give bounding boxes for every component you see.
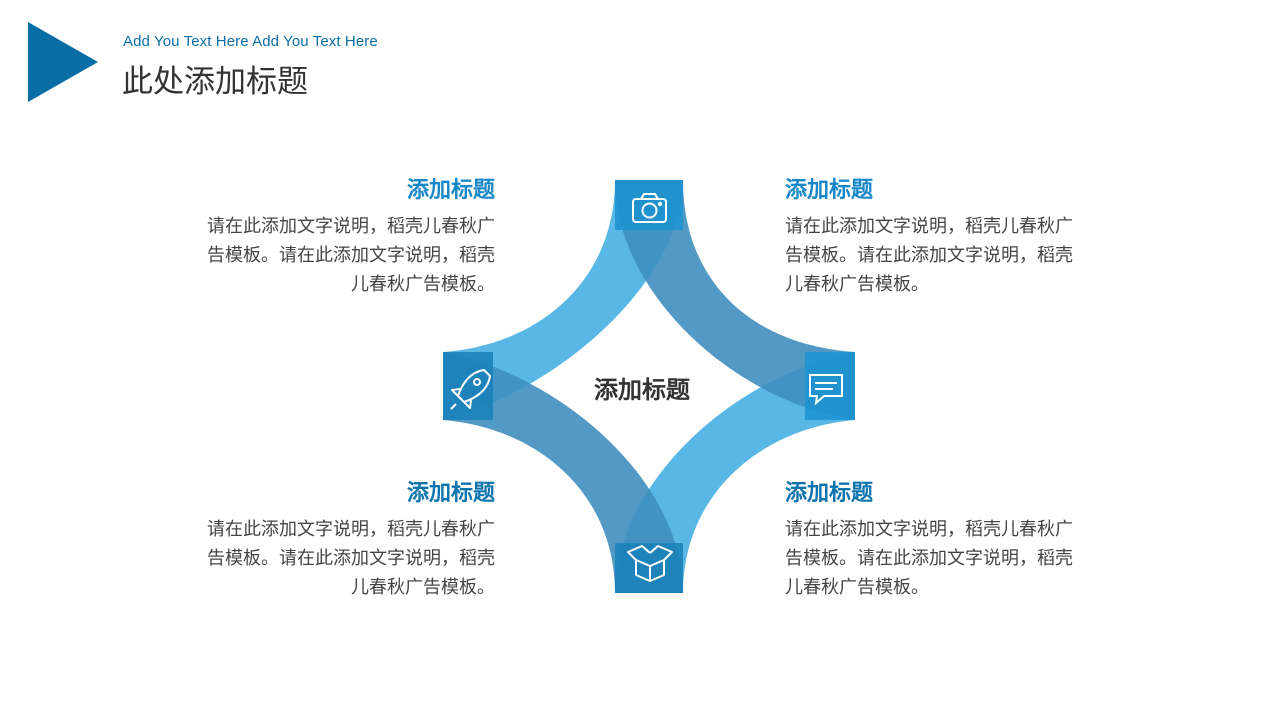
- block-top-left: 添加标题 请在此添加文字说明，稻壳儿春秋广告模板。请在此添加文字说明，稻壳儿春秋…: [195, 172, 495, 299]
- block-bottom-right: 添加标题 请在此添加文字说明，稻壳儿春秋广告模板。请在此添加文字说明，稻壳儿春秋…: [785, 475, 1085, 602]
- box-icon: [627, 545, 673, 582]
- petal-bottom-right-shape: [615, 352, 855, 593]
- block-bottom-right-title: 添加标题: [785, 481, 874, 506]
- header-triangle-decoration: [28, 22, 98, 102]
- petal-top-left-shape: [443, 180, 683, 420]
- block-top-right-text: 请在此添加文字说明，稻壳儿春秋广告模板。请在此添加文字说明，稻壳儿春秋广告模板。: [785, 216, 1073, 295]
- petal-bottom-left-shape: [443, 352, 683, 593]
- rocket-icon: [450, 369, 491, 410]
- block-top-right: 添加标题 请在此添加文字说明，稻壳儿春秋广告模板。请在此添加文字说明，稻壳儿春秋…: [785, 172, 1085, 299]
- block-bottom-left-title: 添加标题: [406, 481, 495, 506]
- chat-icon: [809, 374, 843, 406]
- tab-right: [805, 352, 855, 420]
- block-bottom-right-text: 请在此添加文字说明，稻壳儿春秋广告模板。请在此添加文字说明，稻壳儿春秋广告模板。: [785, 519, 1073, 598]
- center-label: 添加标题: [594, 376, 690, 404]
- block-top-left-text: 请在此添加文字说明，稻壳儿春秋广告模板。请在此添加文字说明，稻壳儿春秋广告模板。: [207, 216, 495, 295]
- header-subtitle: Add You Text Here Add You Text Here: [123, 33, 378, 50]
- center-area: [540, 300, 758, 472]
- block-top-right-title: 添加标题: [785, 178, 874, 203]
- page-title: 此处添加标题: [122, 64, 308, 100]
- camera-icon: [632, 193, 667, 223]
- block-top-left-title: 添加标题: [406, 178, 495, 203]
- petal-top-right-shape: [615, 180, 855, 420]
- block-bottom-left-text: 请在此添加文字说明，稻壳儿春秋广告模板。请在此添加文字说明，稻壳儿春秋广告模板。: [207, 519, 495, 598]
- block-bottom-left: 添加标题 请在此添加文字说明，稻壳儿春秋广告模板。请在此添加文字说明，稻壳儿春秋…: [195, 475, 495, 602]
